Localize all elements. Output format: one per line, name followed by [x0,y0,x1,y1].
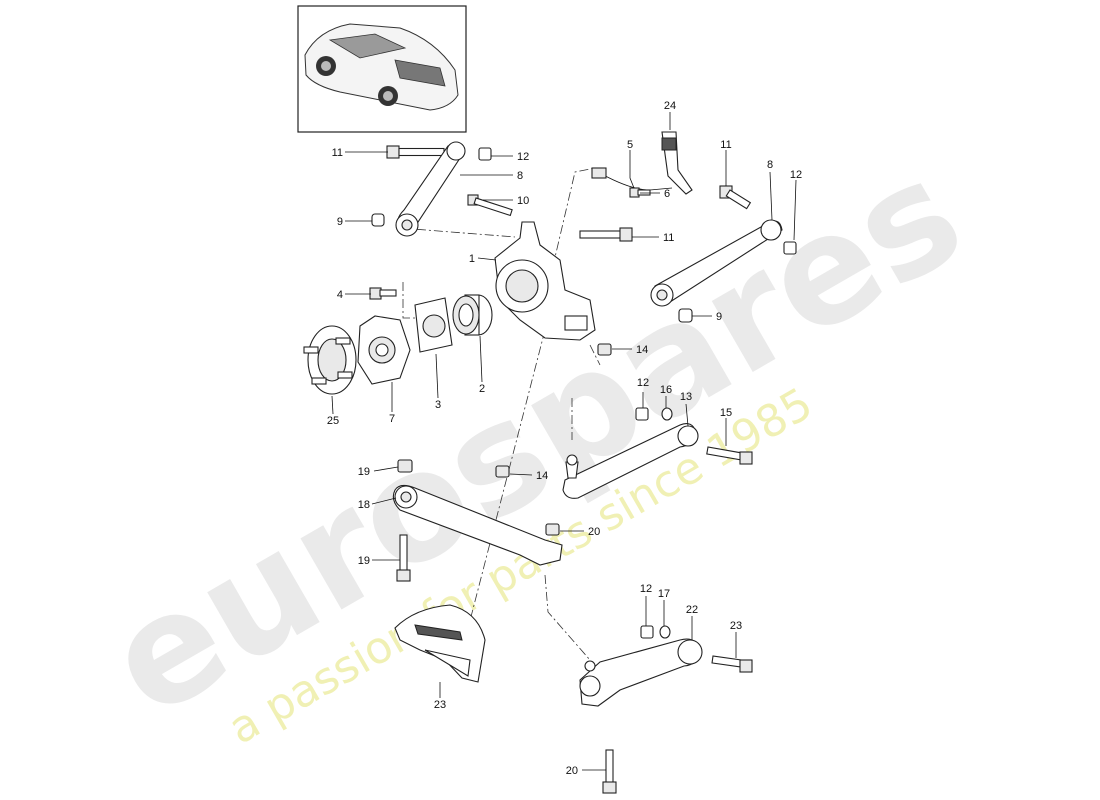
callout-17: 18 [358,499,370,511]
nut-14-lower [495,465,510,478]
callout-11-left: 11 [332,147,343,159]
bushing-9-left [371,213,385,227]
callout-6: 6 [664,188,670,200]
callout-23: 23 [434,699,446,711]
callout-12-mid: 12 [637,377,649,389]
callout-8-right: 8 [767,159,773,171]
callout-4: 4 [337,289,343,301]
callout-7: 7 [389,413,395,425]
car-thumbnail-icon [304,23,459,111]
callout-18: 19 [358,555,370,567]
nut-19-top [397,459,413,473]
bolt-18 [396,534,411,582]
callout-12-right: 12 [790,169,802,181]
washer-16-mid [661,407,673,421]
bolt-20 [602,749,617,794]
bolt-10-upper [467,194,513,217]
callout-2: 2 [479,383,485,395]
nut-14-upper [597,343,612,356]
assembly-lines [399,167,601,661]
callout-9-right: 9 [716,311,722,323]
bearing-2 [452,294,493,336]
bushing-9-right [678,308,693,323]
callout-labels: 11 12 8 10 9 11 1 4 2 3 7 25 5 6 24 11 8… [327,100,802,777]
callout-15: 15 [720,407,732,419]
flange-plate-3 [414,297,453,353]
callout-10-upper: 10 [517,195,529,207]
callout-22: 23 [730,620,742,632]
nut-12-top [478,147,492,161]
bolt-22 [711,655,753,673]
callout-11-right: 11 [720,139,731,151]
car-inset [297,5,467,133]
heat-shield-23 [394,604,486,683]
bolt-11-left [386,145,445,159]
disc-hub-25 [303,325,357,395]
callout-12-top: 12 [517,151,529,163]
bolt-4 [369,287,397,300]
callout-8-left: 8 [517,170,523,182]
nut-12-right [783,241,797,255]
callout-16-low: 17 [658,588,670,600]
callout-5: 5 [627,139,633,151]
nut-19-right [545,523,560,536]
callout-12-low: 12 [640,583,652,595]
callout-1: 1 [469,253,475,265]
callout-25: 25 [327,415,339,427]
toe-link-13 [562,423,699,499]
callout-19-top: 19 [358,466,370,478]
callout-24: 24 [664,100,676,112]
callout-19-right: 20 [588,526,600,538]
callout-10-lower: 11 [663,232,674,244]
bolt-10-lower [579,227,633,242]
bolt-11-right [719,185,752,210]
upper-link-8-left [395,141,466,237]
callout-13: 13 [680,391,692,403]
bracket-24 [661,131,693,195]
nut-12-low [640,625,654,639]
callout-14-lower: 14 [536,470,548,482]
watermark: eurospares a passion for parts since 198… [81,126,989,754]
upper-link-8-right [650,219,783,307]
hub-7 [357,315,411,385]
watermark-brand: eurospares [81,126,989,751]
callout-14-upper: 14 [636,344,648,356]
sensor-5 [591,167,673,191]
callout-21: 22 [686,604,698,616]
callout-3: 3 [435,399,441,411]
washer-16-low [659,625,671,639]
callout-16-mid: 16 [660,384,672,396]
lower-arm-21 [579,638,703,707]
leader-lines [331,112,797,771]
bolt-6 [629,187,651,198]
callout-20: 20 [566,765,578,777]
wheel-carrier-1 [494,221,596,341]
bolt-15 [706,446,753,465]
nut-12-mid [635,407,649,421]
callout-9-left: 9 [337,216,343,228]
